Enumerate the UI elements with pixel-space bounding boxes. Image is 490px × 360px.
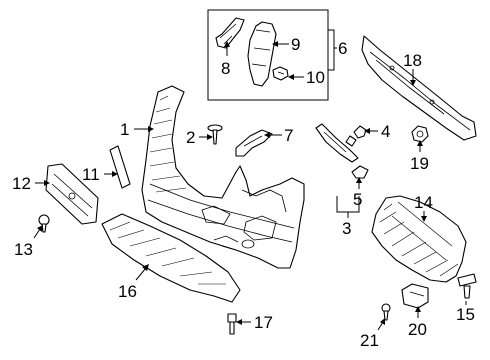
callout-12: 12 [12, 174, 31, 193]
part-18-reinforcement [361, 35, 477, 141]
callout-labels: 1 2 3 4 5 6 7 8 9 10 11 12 13 14 15 16 1… [12, 35, 475, 350]
callout-2: 2 [186, 128, 195, 147]
group-bracket-6 [328, 29, 337, 71]
callout-8: 8 [221, 59, 230, 78]
part-8-bracket [215, 17, 245, 49]
part-1-bumper-cover [141, 85, 305, 269]
part-20-bracket [401, 283, 429, 309]
part-2-push-pin [207, 124, 223, 145]
leader-lines [33, 41, 467, 331]
callout-13: 13 [14, 240, 33, 259]
part-3-side-bracket [315, 123, 359, 163]
callout-20: 20 [408, 320, 427, 339]
callout-16: 16 [118, 282, 137, 301]
part-12-plate-bracket [45, 163, 99, 225]
callout-19: 19 [410, 154, 429, 173]
callout-21: 21 [360, 331, 379, 350]
part-16-lower-deflector [101, 213, 241, 303]
callout-3: 3 [342, 219, 351, 238]
part-19-nut [411, 125, 429, 143]
part-15-bolt [457, 273, 477, 299]
callout-17: 17 [254, 313, 273, 332]
part-11-trim [109, 145, 131, 189]
callout-14: 14 [414, 193, 433, 212]
part-9-air-guide [247, 21, 277, 87]
part-14-side-bracket [371, 195, 467, 283]
callout-6: 6 [338, 39, 347, 58]
callout-18: 18 [403, 51, 422, 70]
callout-4: 4 [381, 122, 390, 141]
part-17-push-clip [227, 313, 237, 335]
callout-9: 9 [291, 35, 300, 54]
part-13-screw [38, 214, 50, 233]
callout-7: 7 [284, 126, 293, 145]
callout-11: 11 [82, 165, 100, 184]
callout-5: 5 [353, 190, 362, 209]
callout-15: 15 [456, 305, 475, 324]
part-5-clip [351, 165, 369, 179]
part-7-bracket [235, 129, 273, 157]
part-21-screw [381, 303, 391, 321]
part-4-bolt [345, 125, 367, 147]
part-10-clip [272, 66, 289, 81]
callout-1: 1 [120, 120, 129, 139]
group-box-6 [207, 9, 329, 101]
callout-10: 10 [306, 68, 325, 87]
